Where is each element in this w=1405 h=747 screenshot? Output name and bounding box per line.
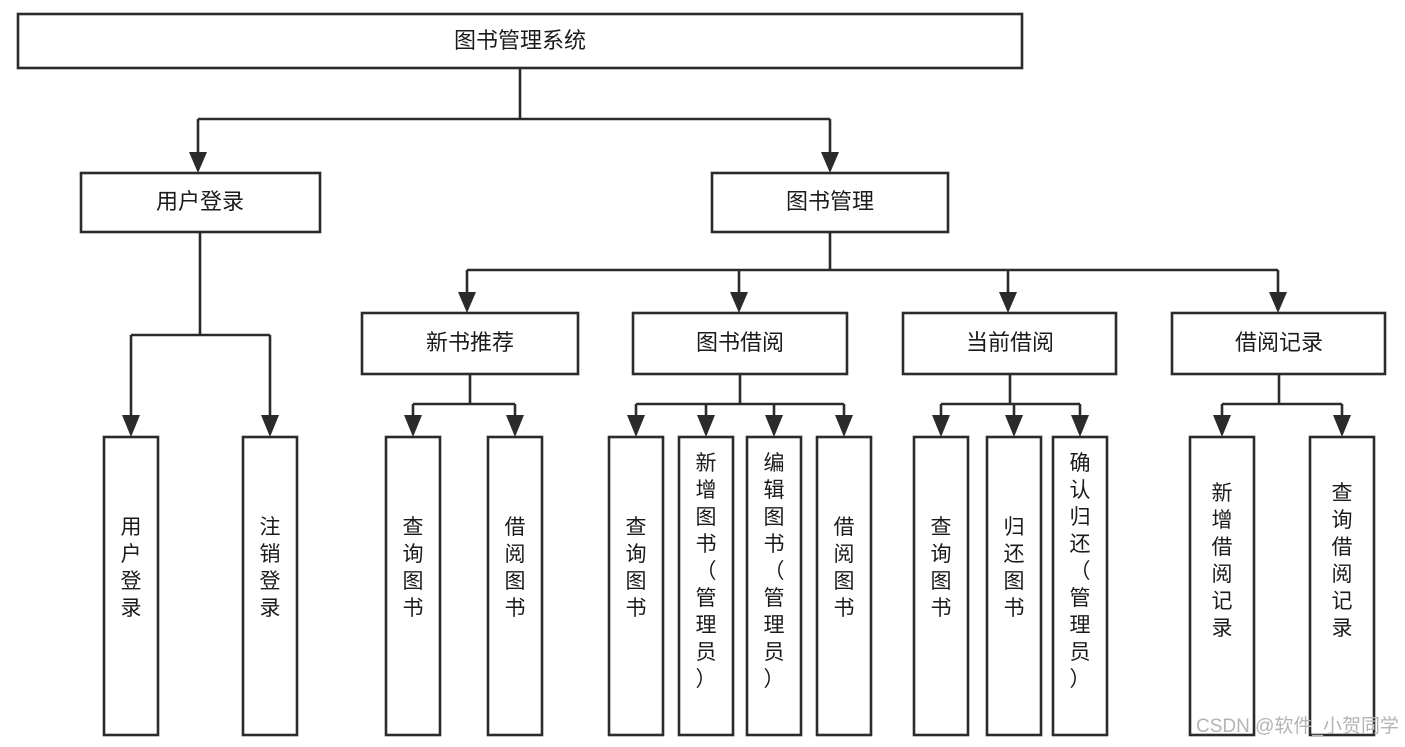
- node-leaf-query-book-2-label: 查询图书: [626, 516, 647, 620]
- arrow-head-leaf-query-book-2: [627, 415, 645, 437]
- node-leaf-query-book-3-label: 查询图书: [931, 516, 952, 620]
- node-leaf-query-book-3-box[interactable]: [912, 435, 970, 737]
- arrow-head-leaf-query-book-3: [932, 415, 950, 437]
- node-leaf-add-book-admin-label: 新增图书（管理员）: [696, 452, 717, 691]
- node-leaf-logout-login-box[interactable]: [241, 435, 299, 737]
- arrow-head-leaf-borrow-book-1: [506, 415, 524, 437]
- node-leaf-logout-login[interactable]: 注销登录: [241, 435, 299, 737]
- node-book-management-label: 图书管理: [786, 189, 874, 214]
- node-new-book-recommend-box[interactable]: [360, 311, 580, 376]
- connector-layer: [122, 68, 1351, 437]
- arrow-head-leaf-add-borrow-record: [1213, 415, 1231, 437]
- node-leaf-add-borrow-record-box[interactable]: [1188, 435, 1256, 737]
- node-leaf-query-book-1-label: 查询图书: [403, 516, 424, 620]
- node-user-login-box[interactable]: [79, 171, 322, 234]
- node-root[interactable]: 图书管理系统: [16, 12, 1024, 70]
- node-leaf-return-book-box[interactable]: [985, 435, 1043, 737]
- node-new-book-recommend-label: 新书推荐: [426, 330, 514, 355]
- node-leaf-confirm-return-admin-box[interactable]: [1051, 435, 1109, 737]
- arrow-head-leaf-logout-login: [261, 415, 279, 437]
- node-leaf-edit-book-admin[interactable]: 编辑图书（管理员）: [745, 435, 803, 737]
- node-leaf-query-book-2-box[interactable]: [607, 435, 665, 737]
- arrow-head-leaf-edit-book-admin: [765, 415, 783, 437]
- arrow-head-leaf-add-book-admin: [697, 415, 715, 437]
- node-leaf-query-book-1[interactable]: 查询图书: [384, 435, 442, 737]
- node-leaf-query-borrow-record-box[interactable]: [1308, 435, 1376, 737]
- node-user-login-label: 用户登录: [156, 189, 244, 214]
- node-leaf-user-login-label: 用户登录: [121, 516, 142, 620]
- node-new-book-recommend[interactable]: 新书推荐: [360, 311, 580, 376]
- node-book-management-box[interactable]: [710, 171, 950, 234]
- node-user-login[interactable]: 用户登录: [79, 171, 322, 234]
- arrow-head-leaf-query-borrow-record: [1333, 415, 1351, 437]
- node-leaf-query-book-1-box[interactable]: [384, 435, 442, 737]
- node-leaf-add-book-admin[interactable]: 新增图书（管理员）: [677, 435, 735, 737]
- arrow-head-leaf-query-book-1: [404, 415, 422, 437]
- node-leaf-return-book[interactable]: 归还图书: [985, 435, 1043, 737]
- watermark-text: CSDN @软件_小贺同学: [1196, 715, 1399, 737]
- node-leaf-borrow-book-2[interactable]: 借阅图书: [815, 435, 873, 737]
- node-borrow-record[interactable]: 借阅记录: [1170, 311, 1387, 376]
- node-leaf-confirm-return-admin-label: 确认归还（管理员）: [1070, 452, 1091, 691]
- node-leaf-query-borrow-record-label: 查询借阅记录: [1332, 482, 1353, 640]
- node-leaf-user-login-box[interactable]: [102, 435, 160, 737]
- arrow-head-book-management: [821, 152, 839, 173]
- node-leaf-add-borrow-record-label: 新增借阅记录: [1212, 482, 1233, 640]
- node-leaf-query-book-2[interactable]: 查询图书: [607, 435, 665, 737]
- node-book-borrow-label: 图书借阅: [696, 330, 784, 355]
- node-leaf-confirm-return-admin[interactable]: 确认归还（管理员）: [1051, 435, 1109, 737]
- node-leaf-user-login[interactable]: 用户登录: [102, 435, 160, 737]
- node-leaf-borrow-book-1[interactable]: 借阅图书: [486, 435, 544, 737]
- node-leaf-logout-login-label: 注销登录: [260, 516, 281, 620]
- node-leaf-return-book-label: 归还图书: [1004, 516, 1025, 620]
- arrow-head-leaf-return-book: [1005, 415, 1023, 437]
- node-borrow-record-box[interactable]: [1170, 311, 1387, 376]
- node-current-borrow-label: 当前借阅: [966, 330, 1054, 355]
- arrow-head-user-login: [189, 152, 207, 173]
- node-book-borrow[interactable]: 图书借阅: [631, 311, 849, 376]
- node-current-borrow[interactable]: 当前借阅: [901, 311, 1118, 376]
- node-leaf-borrow-book-1-label: 借阅图书: [505, 516, 526, 620]
- arrow-head-leaf-confirm-return-admin: [1071, 415, 1089, 437]
- node-book-management[interactable]: 图书管理: [710, 171, 950, 234]
- node-leaf-borrow-book-1-box[interactable]: [486, 435, 544, 737]
- node-leaf-add-book-admin-box[interactable]: [677, 435, 735, 737]
- node-borrow-record-label: 借阅记录: [1235, 330, 1323, 355]
- arrow-head-borrow-record: [1269, 292, 1287, 313]
- node-book-borrow-box[interactable]: [631, 311, 849, 376]
- arrow-head-leaf-borrow-book-2: [835, 415, 853, 437]
- node-leaf-edit-book-admin-label: 编辑图书（管理员）: [764, 452, 785, 691]
- node-current-borrow-box[interactable]: [901, 311, 1118, 376]
- arrow-head-book-borrow: [730, 292, 748, 313]
- node-root-box[interactable]: [16, 12, 1024, 70]
- node-leaf-borrow-book-2-box[interactable]: [815, 435, 873, 737]
- node-leaf-borrow-book-2-label: 借阅图书: [834, 516, 855, 620]
- node-leaf-edit-book-admin-box[interactable]: [745, 435, 803, 737]
- node-leaf-add-borrow-record[interactable]: 新增借阅记录: [1188, 435, 1256, 737]
- arrow-head-leaf-user-login: [122, 415, 140, 437]
- arrow-head-new-book-recommend: [458, 292, 476, 313]
- node-leaf-query-borrow-record[interactable]: 查询借阅记录: [1308, 435, 1376, 737]
- node-leaf-query-book-3[interactable]: 查询图书: [912, 435, 970, 737]
- node-root-label: 图书管理系统: [454, 28, 586, 53]
- arrow-head-current-borrow: [999, 292, 1017, 313]
